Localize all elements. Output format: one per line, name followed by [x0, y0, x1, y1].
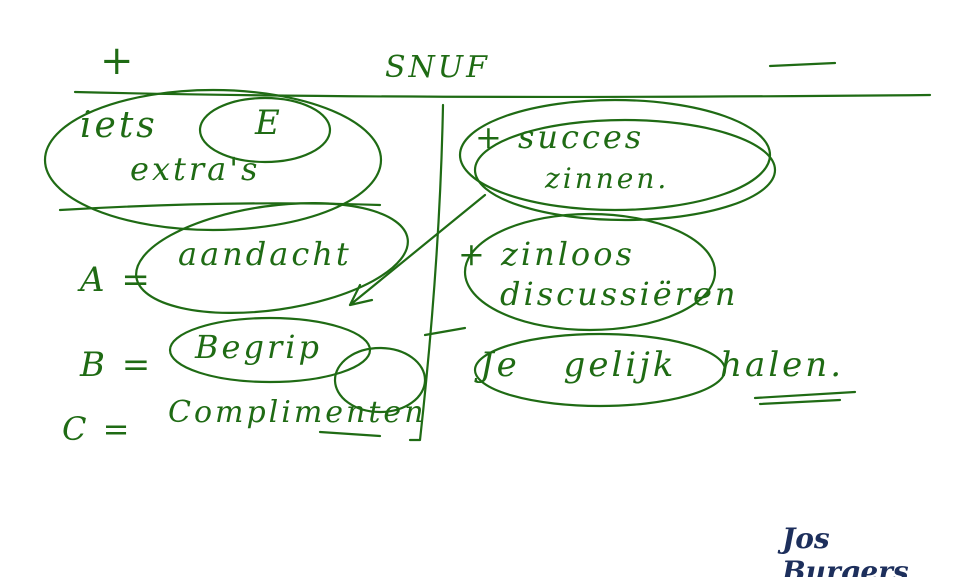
word-aandacht: aandacht — [178, 235, 352, 273]
circle-iets-extras — [43, 88, 383, 232]
plus-sign: + — [100, 38, 137, 84]
title: SNUF — [385, 50, 490, 85]
circle-begrip — [168, 316, 372, 384]
word-complimenten: Complimenten — [168, 395, 427, 430]
arrow-right — [423, 326, 467, 337]
letter-c: C = — [62, 410, 133, 448]
e-mark: E — [255, 103, 283, 143]
letter-b: B = — [80, 345, 154, 385]
top-line — [73, 90, 932, 99]
underline-complimenten — [318, 430, 382, 438]
zinnen-label: zinnen. — [545, 162, 670, 195]
letter-a: A = — [80, 260, 153, 300]
iets-label: iets — [80, 105, 158, 146]
gelijk-halen-label: Je gelijk halen. — [480, 345, 845, 385]
center-divider — [408, 103, 445, 442]
circle-e — [198, 96, 332, 164]
succes-label: + succes — [475, 118, 645, 156]
circle-succes — [458, 98, 772, 212]
underline-halen — [753, 390, 857, 406]
zinloos-label: + zinloos — [458, 235, 635, 273]
circle-aandacht — [135, 201, 409, 315]
word-begrip: Begrip — [195, 328, 322, 366]
circle-zinloos — [463, 212, 717, 332]
arrow-diagonal — [348, 193, 487, 307]
jos-burgers-logo: Jos Burgers — [782, 522, 909, 577]
circle-gelijk — [473, 332, 727, 408]
circle-succes-2 — [473, 118, 777, 222]
circle-c — [333, 346, 427, 414]
discussieren-label: discussiëren — [500, 275, 739, 313]
top-right-dash — [768, 61, 837, 68]
extras-label: extra's — [130, 150, 261, 188]
